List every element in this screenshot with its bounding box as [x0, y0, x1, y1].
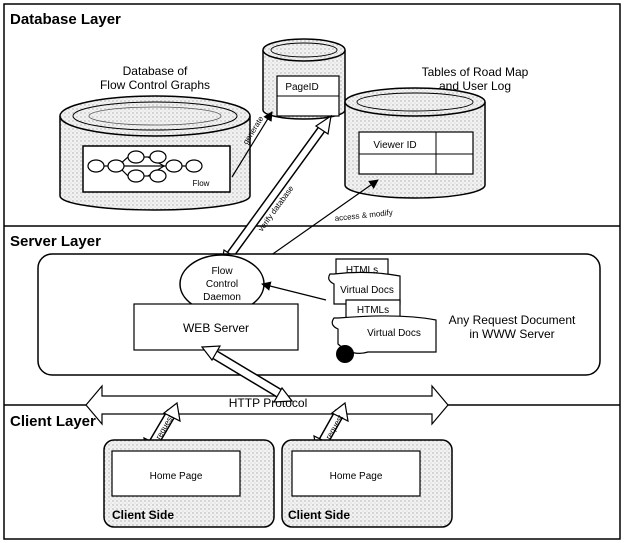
web-server-label: WEB Server — [183, 321, 249, 335]
home-page-label: Home Page — [150, 471, 203, 482]
flow-node — [127, 150, 145, 164]
home-page-label: Home Page — [330, 471, 383, 482]
document-page — [331, 315, 437, 354]
flow-node — [149, 169, 167, 183]
generate-arrow — [231, 111, 273, 178]
flow-node — [185, 159, 203, 173]
road-map-database — [344, 87, 486, 199]
database-layer-title: Database Layer — [10, 11, 121, 28]
flow-node — [165, 159, 183, 173]
page-id-label: PageID — [285, 82, 318, 93]
daemon-label: Flow — [211, 266, 233, 277]
doc-label: HTMLs — [346, 265, 378, 276]
document-stack — [328, 258, 437, 354]
home-page-box — [111, 450, 241, 497]
http-protocol-bar — [85, 384, 449, 426]
road-map-label: and User Log — [439, 79, 511, 93]
client-side-label: Client Side — [112, 508, 174, 522]
flow-label: Flow — [193, 179, 210, 188]
http-protocol-label: HTTP Protocol — [229, 396, 307, 410]
outer-frame — [3, 3, 621, 540]
client-side-label: Client Side — [288, 508, 350, 522]
flow-graph — [87, 150, 203, 183]
flow-node — [149, 150, 167, 164]
doc-label: HTMLs — [357, 305, 389, 316]
daemon-label: Daemon — [203, 292, 241, 303]
flow-graphs-label: Flow Control Graphs — [100, 78, 210, 92]
page-id-database — [262, 38, 346, 120]
flow-graphs-label: Database of — [123, 64, 188, 78]
web-server-http-arrow — [200, 345, 294, 403]
web-server-box — [133, 303, 299, 351]
home-page-box — [291, 450, 421, 497]
request-doc-label: Any Request Document — [449, 313, 576, 327]
docs-to-daemon-arrow — [261, 281, 327, 301]
daemon-label: Control — [206, 279, 238, 290]
flow-node — [107, 159, 125, 173]
viewer-id-label: Viewer ID — [373, 140, 416, 151]
doc-label: Virtual Docs — [367, 328, 421, 339]
doc-label: Virtual Docs — [340, 285, 394, 296]
road-map-label: Tables of Road Map — [422, 65, 529, 79]
server-layer-title: Server Layer — [10, 233, 101, 250]
access-modify-label: access & modify — [334, 208, 393, 223]
flow-node — [87, 159, 105, 173]
request-doc-label: in WWW Server — [469, 327, 554, 341]
document-bullet — [336, 345, 354, 363]
flow-node — [127, 169, 145, 183]
document-page — [328, 271, 401, 305]
client-layer-title: Client Layer — [10, 413, 96, 430]
